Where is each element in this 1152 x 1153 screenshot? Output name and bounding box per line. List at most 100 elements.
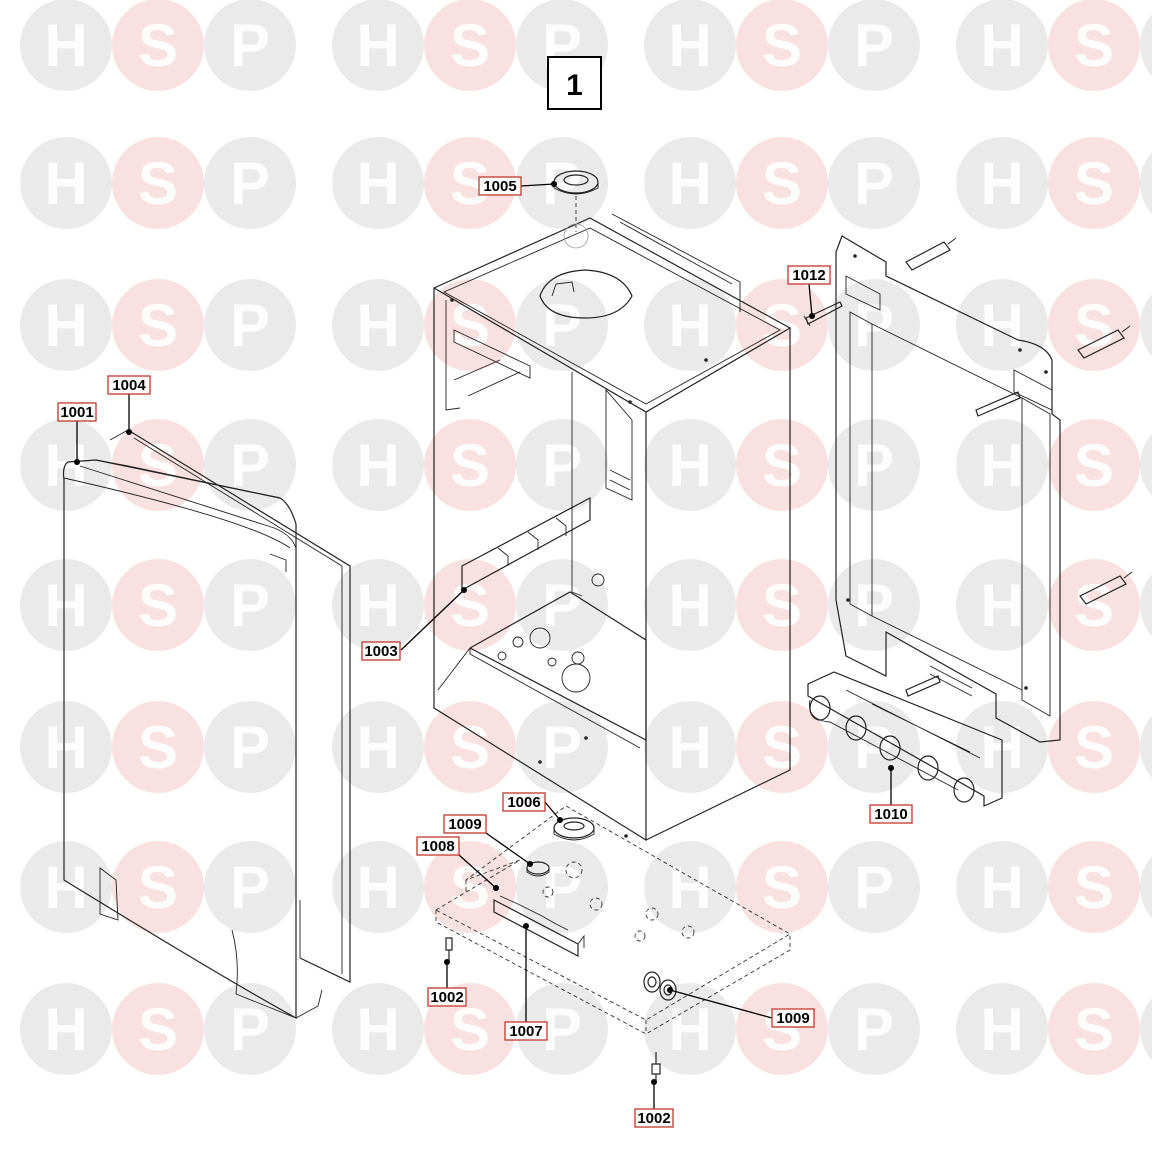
callout-c1007[interactable]: 1007 bbox=[504, 1021, 548, 1041]
watermark-circle bbox=[644, 279, 736, 371]
callout-c1009b[interactable]: 1009 bbox=[771, 1008, 815, 1028]
watermark-letter: H bbox=[668, 292, 711, 359]
watermark-circle bbox=[332, 279, 424, 371]
watermark-letter: H bbox=[668, 996, 711, 1063]
watermark-letter: S bbox=[450, 292, 490, 359]
watermark-letter: H bbox=[668, 12, 711, 79]
watermark-circle bbox=[20, 983, 112, 1075]
watermark-circle bbox=[20, 559, 112, 651]
watermark-letter: S bbox=[762, 150, 802, 217]
watermark-circle bbox=[112, 419, 204, 511]
leader-dot-c1010 bbox=[888, 765, 894, 771]
watermark-letter: S bbox=[450, 714, 490, 781]
callout-c1003[interactable]: 1003 bbox=[361, 641, 401, 661]
watermark-letter: P bbox=[542, 292, 582, 359]
watermark-letter: H bbox=[356, 292, 399, 359]
watermark-letter: S bbox=[762, 572, 802, 639]
callout-box bbox=[869, 804, 913, 824]
watermark-letter: H bbox=[44, 12, 87, 79]
callout-c1004[interactable]: 1004 bbox=[107, 375, 151, 395]
callout-c1012[interactable]: 1012 bbox=[787, 265, 831, 285]
watermark-letter: S bbox=[450, 572, 490, 639]
watermark-letter: P bbox=[230, 292, 270, 359]
callout-c1009a[interactable]: 1009 bbox=[443, 814, 487, 834]
watermark-circle bbox=[204, 137, 296, 229]
callout-c1005[interactable]: 1005 bbox=[478, 176, 522, 196]
watermark-letter: S bbox=[138, 996, 178, 1063]
boiler-casing bbox=[432, 213, 792, 842]
callout-label: 1001 bbox=[60, 404, 93, 421]
watermark-circle bbox=[20, 279, 112, 371]
watermark-circle bbox=[204, 841, 296, 933]
watermark-circle bbox=[332, 419, 424, 511]
watermark-circle bbox=[1140, 14, 1152, 76]
watermark-letter: P bbox=[854, 12, 894, 79]
watermark-letter: P bbox=[542, 150, 582, 217]
watermark-circle bbox=[332, 983, 424, 1075]
callout-c1002b[interactable]: 1002 bbox=[634, 1108, 674, 1128]
watermark-circle bbox=[644, 559, 736, 651]
watermark-circle bbox=[424, 701, 516, 793]
callout-box bbox=[634, 1108, 674, 1128]
watermark-circle bbox=[424, 137, 516, 229]
watermark-circle bbox=[736, 559, 828, 651]
callout-c1001[interactable]: 1001 bbox=[57, 402, 97, 422]
watermark-letter: S bbox=[138, 714, 178, 781]
callout-label: 1012 bbox=[792, 267, 825, 284]
watermark-letter: S bbox=[1074, 996, 1114, 1063]
leader-line-c1003 bbox=[400, 589, 465, 651]
watermark-circle bbox=[1140, 856, 1152, 918]
watermark-letter: P bbox=[854, 150, 894, 217]
watermark-letter: S bbox=[1074, 432, 1114, 499]
watermark-circle bbox=[332, 0, 424, 91]
watermark-circle bbox=[644, 0, 736, 91]
watermark-letter: H bbox=[980, 572, 1023, 639]
watermark-letter: H bbox=[668, 432, 711, 499]
watermark-circle bbox=[204, 419, 296, 511]
callout-c1008[interactable]: 1008 bbox=[416, 836, 460, 856]
callout-c1010[interactable]: 1010 bbox=[869, 804, 913, 824]
watermark-letter: H bbox=[44, 996, 87, 1063]
leader-line-c1006 bbox=[544, 801, 561, 821]
section-number: 1 bbox=[566, 69, 583, 102]
part-callouts: 1001100210021003100410051006100710081009… bbox=[57, 176, 913, 1128]
watermark-circle bbox=[112, 841, 204, 933]
watermark-letter: H bbox=[44, 432, 87, 499]
watermark-circle bbox=[332, 841, 424, 933]
watermark-letter: H bbox=[980, 432, 1023, 499]
watermark-letter: S bbox=[1074, 292, 1114, 359]
watermark-letter: S bbox=[138, 572, 178, 639]
watermark-letter: S bbox=[138, 292, 178, 359]
callout-c1006[interactable]: 1006 bbox=[502, 792, 546, 812]
watermark-letter: P bbox=[854, 292, 894, 359]
watermark-circle bbox=[1048, 279, 1140, 371]
watermark-circle bbox=[1048, 701, 1140, 793]
callout-c1002a[interactable]: 1002 bbox=[427, 987, 467, 1007]
watermark-circle bbox=[112, 559, 204, 651]
watermark-letter: H bbox=[356, 12, 399, 79]
watermark-circle bbox=[112, 137, 204, 229]
watermark-circle bbox=[1140, 294, 1152, 356]
leader-lines bbox=[74, 181, 894, 1109]
watermark-circle bbox=[1048, 983, 1140, 1075]
watermark-letter: H bbox=[44, 292, 87, 359]
watermark-letter: S bbox=[450, 432, 490, 499]
callout-box bbox=[361, 641, 401, 661]
watermark-letter: H bbox=[356, 432, 399, 499]
watermark-circle bbox=[956, 559, 1048, 651]
watermark-circle bbox=[956, 137, 1048, 229]
watermark-letter: P bbox=[854, 572, 894, 639]
leader-dot-c1009a bbox=[527, 861, 533, 867]
watermark-letter: P bbox=[854, 714, 894, 781]
watermark-letter: S bbox=[762, 432, 802, 499]
watermark-letter: H bbox=[356, 854, 399, 921]
watermark-circle bbox=[204, 0, 296, 91]
leader-dot-c1007 bbox=[523, 923, 529, 929]
watermark-circle bbox=[1140, 998, 1152, 1060]
terminal-strip-1007 bbox=[493, 895, 585, 957]
casing-seal-1004 bbox=[109, 429, 351, 983]
watermark-letter: S bbox=[450, 996, 490, 1063]
leader-dot-c1005 bbox=[551, 181, 557, 187]
watermark-circle bbox=[736, 0, 828, 91]
callout-box bbox=[107, 375, 151, 395]
